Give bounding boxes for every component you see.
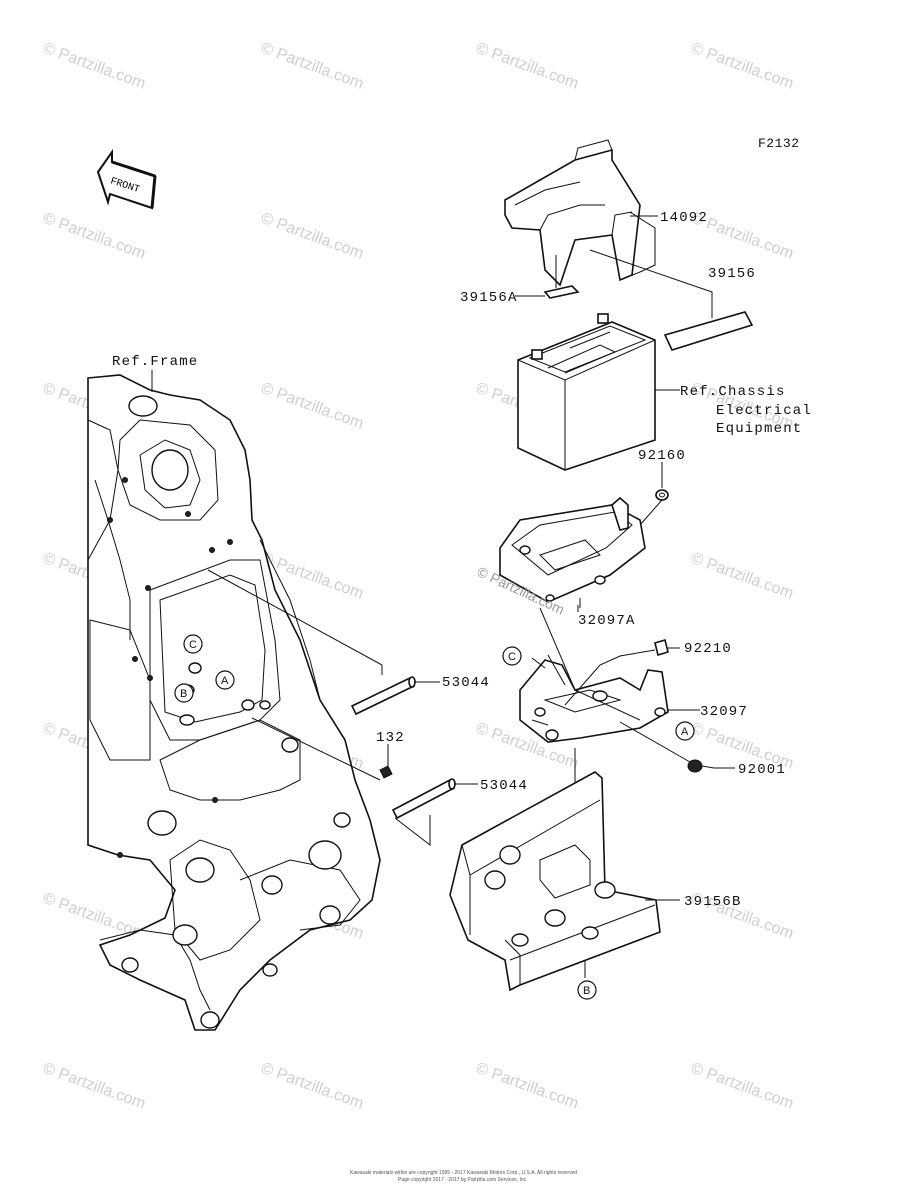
- battery-case-32097A: [499, 496, 646, 608]
- svg-text:C: C: [189, 639, 197, 651]
- tray-39156B: [449, 748, 680, 992]
- label-ref-equipment: Equipment: [716, 421, 802, 437]
- copyright-line-1: Kawasaki materials within are copyright …: [350, 1170, 578, 1176]
- copyright-line-2: Page copyright 2017 - 2017 by Partzilla.…: [398, 1177, 528, 1183]
- svg-text:B: B: [180, 688, 187, 700]
- label-92160: 92160: [638, 448, 686, 464]
- front-arrow-icon: FRONT: [96, 148, 157, 210]
- bolt-92001: [619, 721, 735, 773]
- callout-b-frame: B: [174, 683, 194, 703]
- bracket-32097: [519, 657, 700, 743]
- label-32097: 32097: [700, 704, 748, 720]
- watermark: © Partzilla.com: [259, 1060, 366, 1113]
- svg-text:B: B: [583, 985, 590, 997]
- callout-b-tray: B: [577, 980, 597, 1000]
- leader-line: [547, 654, 566, 686]
- callout-a-frame: A: [215, 670, 235, 690]
- rod-53044-bottom: [251, 717, 478, 847]
- leader-line: [619, 211, 656, 281]
- frame: [87, 370, 381, 1031]
- watermark: © Partzilla.com: [689, 40, 796, 93]
- label-14092: 14092: [660, 210, 708, 226]
- label-92210: 92210: [684, 641, 732, 657]
- pad-39156A: [543, 255, 580, 299]
- watermark: © Partzilla.com: [41, 40, 148, 93]
- label-53044-bottom: 53044: [480, 778, 528, 794]
- label-39156A: 39156A: [460, 290, 518, 306]
- watermark: © Partzilla.com: [259, 380, 366, 433]
- label-ref-frame: Ref.Frame: [112, 354, 198, 370]
- label-ref-electrical: Electrical: [716, 403, 812, 419]
- watermark: © Partzilla.com: [259, 40, 366, 93]
- leader-line: [564, 649, 656, 706]
- label-ref-chassis: Ref.Chassis: [680, 384, 786, 400]
- battery-cover-14092: [504, 139, 641, 287]
- nut-92160: [639, 462, 669, 526]
- label-53044-top: 53044: [442, 675, 490, 691]
- watermark: © Partzilla.com: [474, 1060, 581, 1113]
- label-32097A: 32097A: [578, 613, 636, 629]
- figure-id: F2132: [758, 136, 800, 151]
- callout-a-bracket: A: [675, 721, 695, 741]
- watermark: © Partzilla.com: [41, 210, 148, 263]
- label-92001: 92001: [738, 762, 786, 778]
- callout-c-bracket: C: [502, 646, 522, 666]
- watermark: © Partzilla.com: [474, 40, 581, 93]
- rod-53044-top: [207, 569, 440, 716]
- label-39156B: 39156B: [684, 894, 742, 910]
- watermark: © Partzilla.com: [689, 550, 796, 603]
- pad-39156: [589, 249, 754, 351]
- bolt-132: [379, 744, 393, 779]
- label-39156: 39156: [708, 266, 756, 282]
- svg-text:C: C: [508, 651, 516, 663]
- watermark: © Partzilla.com: [259, 210, 366, 263]
- svg-text:A: A: [681, 726, 689, 738]
- watermark: © Partzilla.com: [41, 1060, 148, 1113]
- callout-c-frame: C: [183, 634, 203, 654]
- svg-text:A: A: [221, 675, 229, 687]
- leader-line: [539, 607, 641, 721]
- battery: [517, 313, 656, 471]
- label-132: 132: [376, 730, 405, 746]
- watermark: © Partzilla.com: [689, 1060, 796, 1113]
- clip-92210: [654, 638, 680, 657]
